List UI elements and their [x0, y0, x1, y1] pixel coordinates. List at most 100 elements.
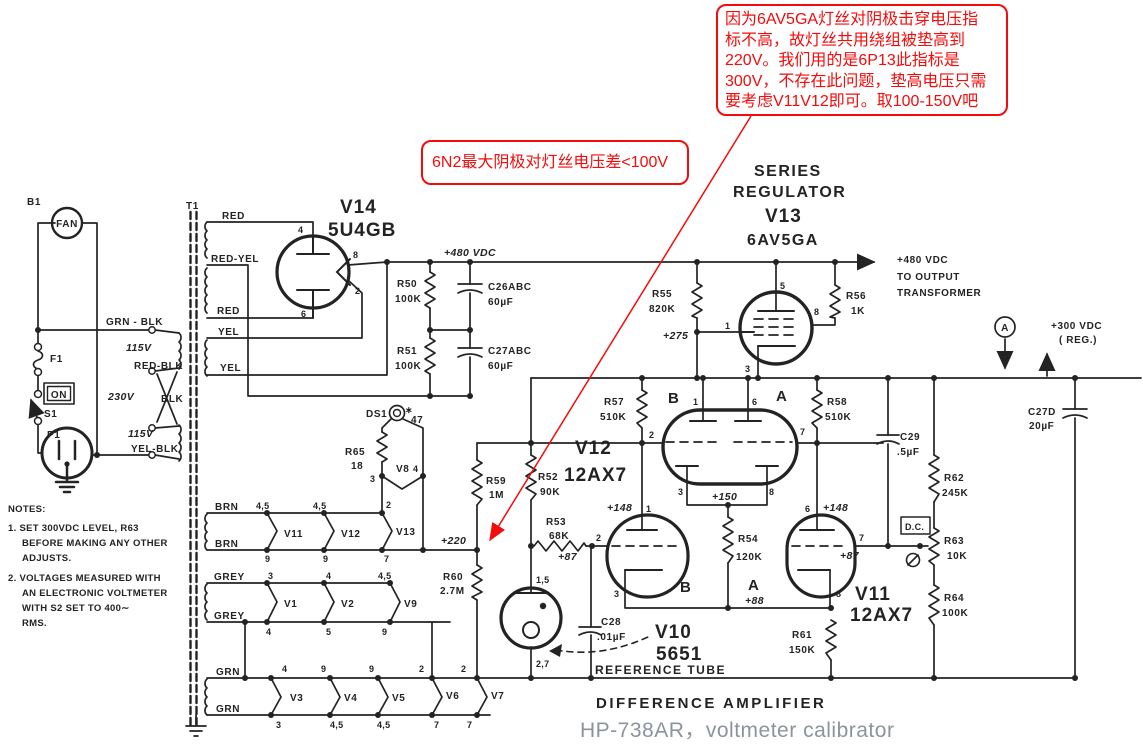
junction-dots	[35, 259, 1078, 718]
label-r53: R53	[546, 517, 566, 528]
v13-pin3: 3	[745, 364, 750, 374]
v12-plate-stems	[702, 377, 749, 422]
resistor-r62	[928, 454, 940, 503]
pot-screw	[905, 552, 921, 568]
label-t1: T1	[186, 201, 199, 212]
label-v12: V12	[575, 438, 612, 459]
label-v10: V10	[655, 622, 692, 643]
label-r63v: 10K	[947, 551, 967, 562]
wire-pin8	[347, 261, 388, 266]
label-r59v: 1M	[489, 490, 504, 501]
fuse-contact-2	[33, 367, 43, 377]
annotation-box-top: 因为6AV5GA灯丝对阴极击穿电压指 标不高，故灯丝共用绕组被垫高到 220V。…	[716, 4, 1008, 116]
wire-ct-bminus	[206, 264, 471, 397]
label-brn-b: BRN	[215, 539, 238, 550]
v13-leads	[757, 261, 836, 379]
label-c29: C29	[900, 432, 920, 443]
plug-circle	[40, 426, 94, 480]
primary-cross-straps	[156, 371, 178, 425]
v12-pin7: 7	[800, 427, 805, 437]
v14-pin6: 6	[301, 309, 306, 319]
switch-contact-2	[33, 416, 43, 426]
grey-pin5: 5	[326, 627, 331, 637]
label-v8: V8	[396, 464, 409, 475]
heater-v2: V2	[341, 599, 354, 610]
label-r50v: 100K	[395, 294, 421, 305]
tube-outlines	[33, 206, 1016, 650]
label-yel-b: YEL	[220, 363, 241, 374]
v12-pin8: 8	[769, 487, 774, 497]
label-c28: C28	[601, 617, 621, 628]
plug-internals	[54, 439, 80, 494]
resistor-r63	[928, 527, 940, 566]
grey-pin45: 4,5	[378, 571, 391, 581]
label-c26v: 60µF	[488, 297, 513, 308]
label-red-b: RED	[217, 306, 240, 317]
heater-v3: V3	[290, 693, 303, 704]
resistor-r58	[811, 389, 823, 429]
heater-chevrons	[266, 512, 488, 716]
r50-r51-column	[429, 261, 471, 397]
pot-slash	[907, 554, 919, 566]
label-v11: V11	[855, 584, 891, 605]
v10-inner-circle	[522, 621, 540, 639]
wire-yel1	[206, 280, 363, 339]
grn-pin9a: 9	[321, 664, 326, 674]
heater-v1: V1	[284, 599, 297, 610]
label-115v-a: 115V	[126, 342, 152, 354]
label-f1: F1	[50, 354, 63, 365]
label-r62: R62	[944, 473, 964, 484]
cap-c26	[457, 283, 483, 294]
v12-pin3: 3	[678, 487, 683, 497]
fuse-contact-1	[33, 342, 43, 352]
label-r52v: 90K	[540, 487, 560, 498]
brn-pin9b: 9	[323, 554, 328, 564]
grn-pin45b: 4,5	[377, 720, 390, 730]
label-300vdc: +300 VDC	[1051, 321, 1102, 332]
resistor-r54	[722, 516, 734, 564]
v14-filament-notch	[335, 258, 351, 286]
brn-rails	[206, 512, 478, 551]
brn-pin2: 2	[386, 500, 391, 510]
resistor-r52	[525, 454, 537, 501]
tube-v12	[661, 408, 799, 486]
label-reg: ( REG.)	[1059, 335, 1097, 346]
brn-pin45b: 4,5	[313, 501, 326, 511]
resistor-r65	[376, 431, 388, 463]
label-150: +150	[712, 491, 737, 503]
grn-pin4: 4	[282, 664, 287, 674]
notes-l1: 1. SET 300VDC LEVEL, R63	[8, 523, 139, 534]
v14-pin2: 2	[355, 286, 360, 296]
label-c27d: C27D	[1028, 407, 1056, 418]
switch-lever	[28, 398, 45, 421]
label-red-yel: RED-YEL	[211, 254, 259, 265]
heater-v12: V12	[341, 529, 361, 540]
notes-l2: BEFORE MAKING ANY OTHER	[22, 538, 168, 549]
fan-circle	[50, 206, 84, 240]
resistor-r53	[533, 540, 587, 552]
label-r55v: 820K	[649, 304, 675, 315]
primary-stubs	[154, 329, 180, 460]
label-r51: R51	[397, 346, 417, 357]
heater-v7: V7	[491, 691, 504, 702]
grey-pin4a: 4	[326, 571, 331, 581]
label-red-blk: RED-BLK	[134, 361, 183, 372]
label-480vdc: +480 VDC	[444, 247, 496, 259]
wire-yel2	[206, 261, 388, 376]
core-ground	[185, 714, 207, 737]
label-115v-b: 115V	[128, 428, 154, 440]
resistor-r51	[424, 337, 436, 375]
label-v11-b: B	[680, 579, 691, 596]
secondary-windings	[204, 221, 208, 716]
tube-v11a	[785, 513, 857, 599]
fuse-squiggle	[32, 350, 44, 370]
notes-l5: AN ELECTRONIC VOLTMETER	[22, 588, 168, 599]
v11-pin3: 3	[614, 589, 619, 599]
core-lines	[189, 210, 198, 730]
grn-pin3: 3	[276, 720, 281, 730]
label-c27v: 60µF	[488, 361, 513, 372]
tube-internals	[296, 235, 849, 653]
label-out3: TRANSFORMER	[897, 288, 982, 299]
dc-box	[900, 516, 931, 535]
